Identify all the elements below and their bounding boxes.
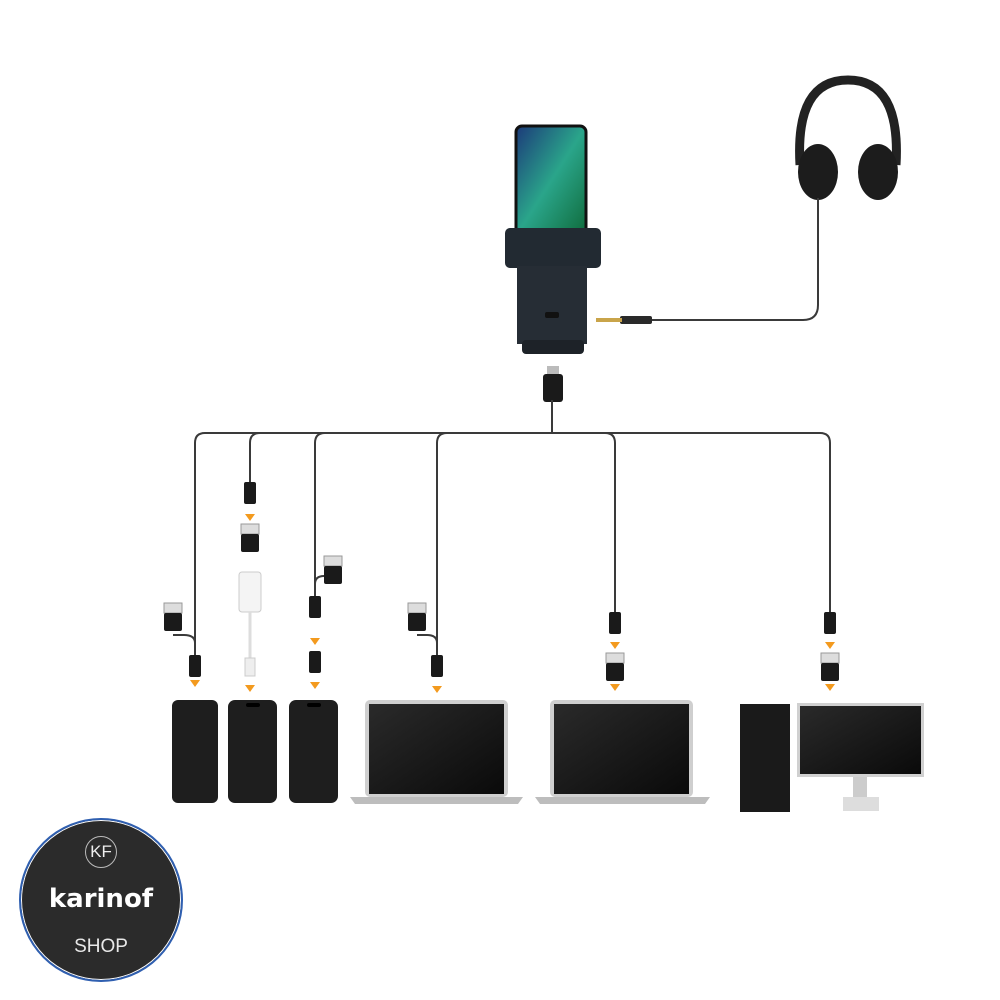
lightning-adapter-icon	[309, 651, 321, 673]
arrow-icon	[310, 638, 320, 645]
usb-a-plug-icon	[606, 663, 624, 681]
arrow-icon	[432, 686, 442, 693]
usb-a-plug-icon	[164, 613, 182, 631]
shop-logo: KF karinof SHOP	[19, 818, 183, 982]
usb-c-connector-icon	[543, 366, 563, 402]
usb-c-plug-icon	[244, 482, 256, 504]
usb-a-plug-icon	[605, 652, 625, 664]
usb-c-plug-icon	[309, 596, 321, 618]
usb-c-plug-icon	[824, 612, 836, 634]
usb-a-plug-icon	[820, 652, 840, 664]
usb-cables	[194, 400, 831, 660]
usb-a-plug-icon	[241, 534, 259, 552]
usb-c-plug-icon	[431, 655, 443, 677]
usb-c-plug-icon	[189, 655, 201, 677]
usb-a-plug-icon	[407, 602, 427, 614]
usb-a-plug-icon	[323, 555, 343, 567]
usb-a-plug-icon	[240, 523, 260, 535]
usb-a-plug-icon	[324, 566, 342, 584]
arrow-icon	[310, 682, 320, 689]
otg-adapter-icon	[238, 571, 262, 613]
desktop-pc-icon	[740, 703, 924, 812]
arrow-icon	[190, 680, 200, 687]
usb-a-plug-icon	[408, 613, 426, 631]
aux-jack-icon	[596, 316, 652, 324]
cable-split	[173, 634, 196, 655]
laptop-icon	[350, 700, 523, 804]
phone-icon	[228, 700, 277, 803]
laptop-icon	[535, 700, 710, 804]
arrow-icon	[245, 685, 255, 692]
arrow-icon	[610, 642, 620, 649]
arrow-icon	[825, 684, 835, 691]
arrow-icon	[825, 642, 835, 649]
microphone-icon	[505, 124, 601, 354]
arrow-icon	[610, 684, 620, 691]
cable-split	[314, 575, 333, 596]
logo-name: karinof	[48, 884, 154, 914]
headphone-cable	[650, 198, 819, 321]
lightning-plug-icon	[244, 657, 256, 677]
phone-icon	[289, 700, 338, 803]
logo-monogram: KF	[85, 836, 117, 868]
usb-a-plug-icon	[163, 602, 183, 614]
logo-tagline: SHOP	[74, 936, 128, 957]
phone-icon	[172, 700, 218, 803]
arrow-icon	[245, 514, 255, 521]
adapters	[163, 462, 840, 693]
cable-split	[417, 634, 438, 655]
headphones-icon	[795, 75, 901, 200]
usb-c-plug-icon	[609, 612, 621, 634]
usb-a-plug-icon	[821, 663, 839, 681]
